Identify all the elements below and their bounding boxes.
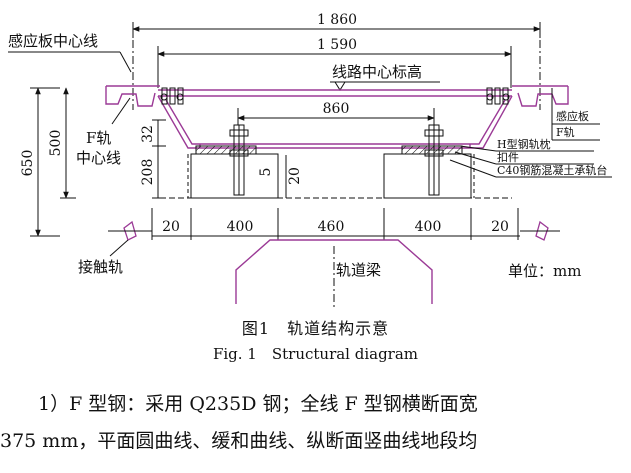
label-fastener: 扣件 bbox=[497, 150, 519, 164]
dim-chain-bottom bbox=[151, 208, 520, 240]
dim-860: 860 bbox=[237, 101, 435, 125]
label-line-center-elev: 线路中心标高 bbox=[332, 63, 422, 81]
rail-bolts bbox=[160, 87, 510, 105]
label-sensor-center: 感应板中心线 bbox=[8, 32, 98, 50]
dim-400-right: 400 bbox=[415, 219, 442, 235]
label-sensor-plate: 感应板 bbox=[556, 109, 589, 123]
dim-20-right: 20 bbox=[491, 219, 509, 235]
dim-20-left: 20 bbox=[162, 219, 180, 235]
dim-650-label: 650 bbox=[20, 150, 36, 177]
dim-1590-label: 1 590 bbox=[317, 37, 357, 53]
dim-1860-label: 1 860 bbox=[317, 12, 357, 28]
dims-left: 650 500 bbox=[20, 87, 76, 237]
label-c40-base: C40钢筋混凝土承轨台 bbox=[497, 163, 607, 177]
label-track-beam: 轨道梁 bbox=[336, 261, 381, 279]
dim-460: 460 bbox=[318, 219, 345, 235]
caption-en: Fig. 1 Structural diagram bbox=[212, 345, 419, 363]
dim-1860: 1 860 bbox=[132, 12, 541, 38]
caption-cn: 图1 轨道结构示意 bbox=[241, 319, 390, 338]
track-beam-outline bbox=[235, 239, 433, 304]
body-line-1: 1）F 型钢：采用 Q235D 钢；全线 F 型钢横断面宽 bbox=[0, 386, 631, 423]
dim-860-label: 860 bbox=[323, 101, 350, 117]
dim-32-label: 32 bbox=[140, 125, 156, 143]
fasteners bbox=[195, 145, 463, 155]
dim-5-label: 5 bbox=[258, 168, 274, 177]
dim-500-label: 500 bbox=[48, 130, 64, 157]
dim-208-label: 208 bbox=[140, 159, 156, 186]
bearing-pedestals bbox=[187, 153, 475, 199]
body-line-1-text: 1）F 型钢：采用 Q235D 钢；全线 F 型钢横断面宽 bbox=[38, 393, 478, 415]
contact-rails bbox=[123, 220, 549, 241]
anchor-bolts bbox=[229, 124, 444, 196]
dim-400-left: 400 bbox=[227, 219, 254, 235]
body-line-2: 375 mm，平面圆曲线、缓和曲线、纵断面竖曲线地段均 bbox=[0, 430, 478, 452]
dims-vertical: 32 208 5 20 bbox=[140, 119, 303, 199]
f-rail-assembly bbox=[105, 85, 569, 149]
label-h-sleeper: H型钢轨枕 bbox=[497, 137, 551, 151]
dim-20v-label: 20 bbox=[287, 167, 303, 185]
label-f-rail-r: F轨 bbox=[556, 125, 575, 139]
label-unit: 单位：mm bbox=[508, 262, 581, 280]
label-center-line: 中心线 bbox=[76, 149, 121, 167]
track-structure-diagram: 1 860 1 590 感应板中心线 线路中心标高 bbox=[8, 12, 612, 308]
right-labels: H型钢轨枕 扣件 C40钢筋混凝土承轨台 感应板 F轨 bbox=[449, 88, 612, 178]
label-contact-rail: 接触轨 bbox=[78, 258, 123, 276]
label-f-rail: F轨 bbox=[86, 129, 111, 147]
dim-1590: 1 590 bbox=[157, 37, 512, 88]
